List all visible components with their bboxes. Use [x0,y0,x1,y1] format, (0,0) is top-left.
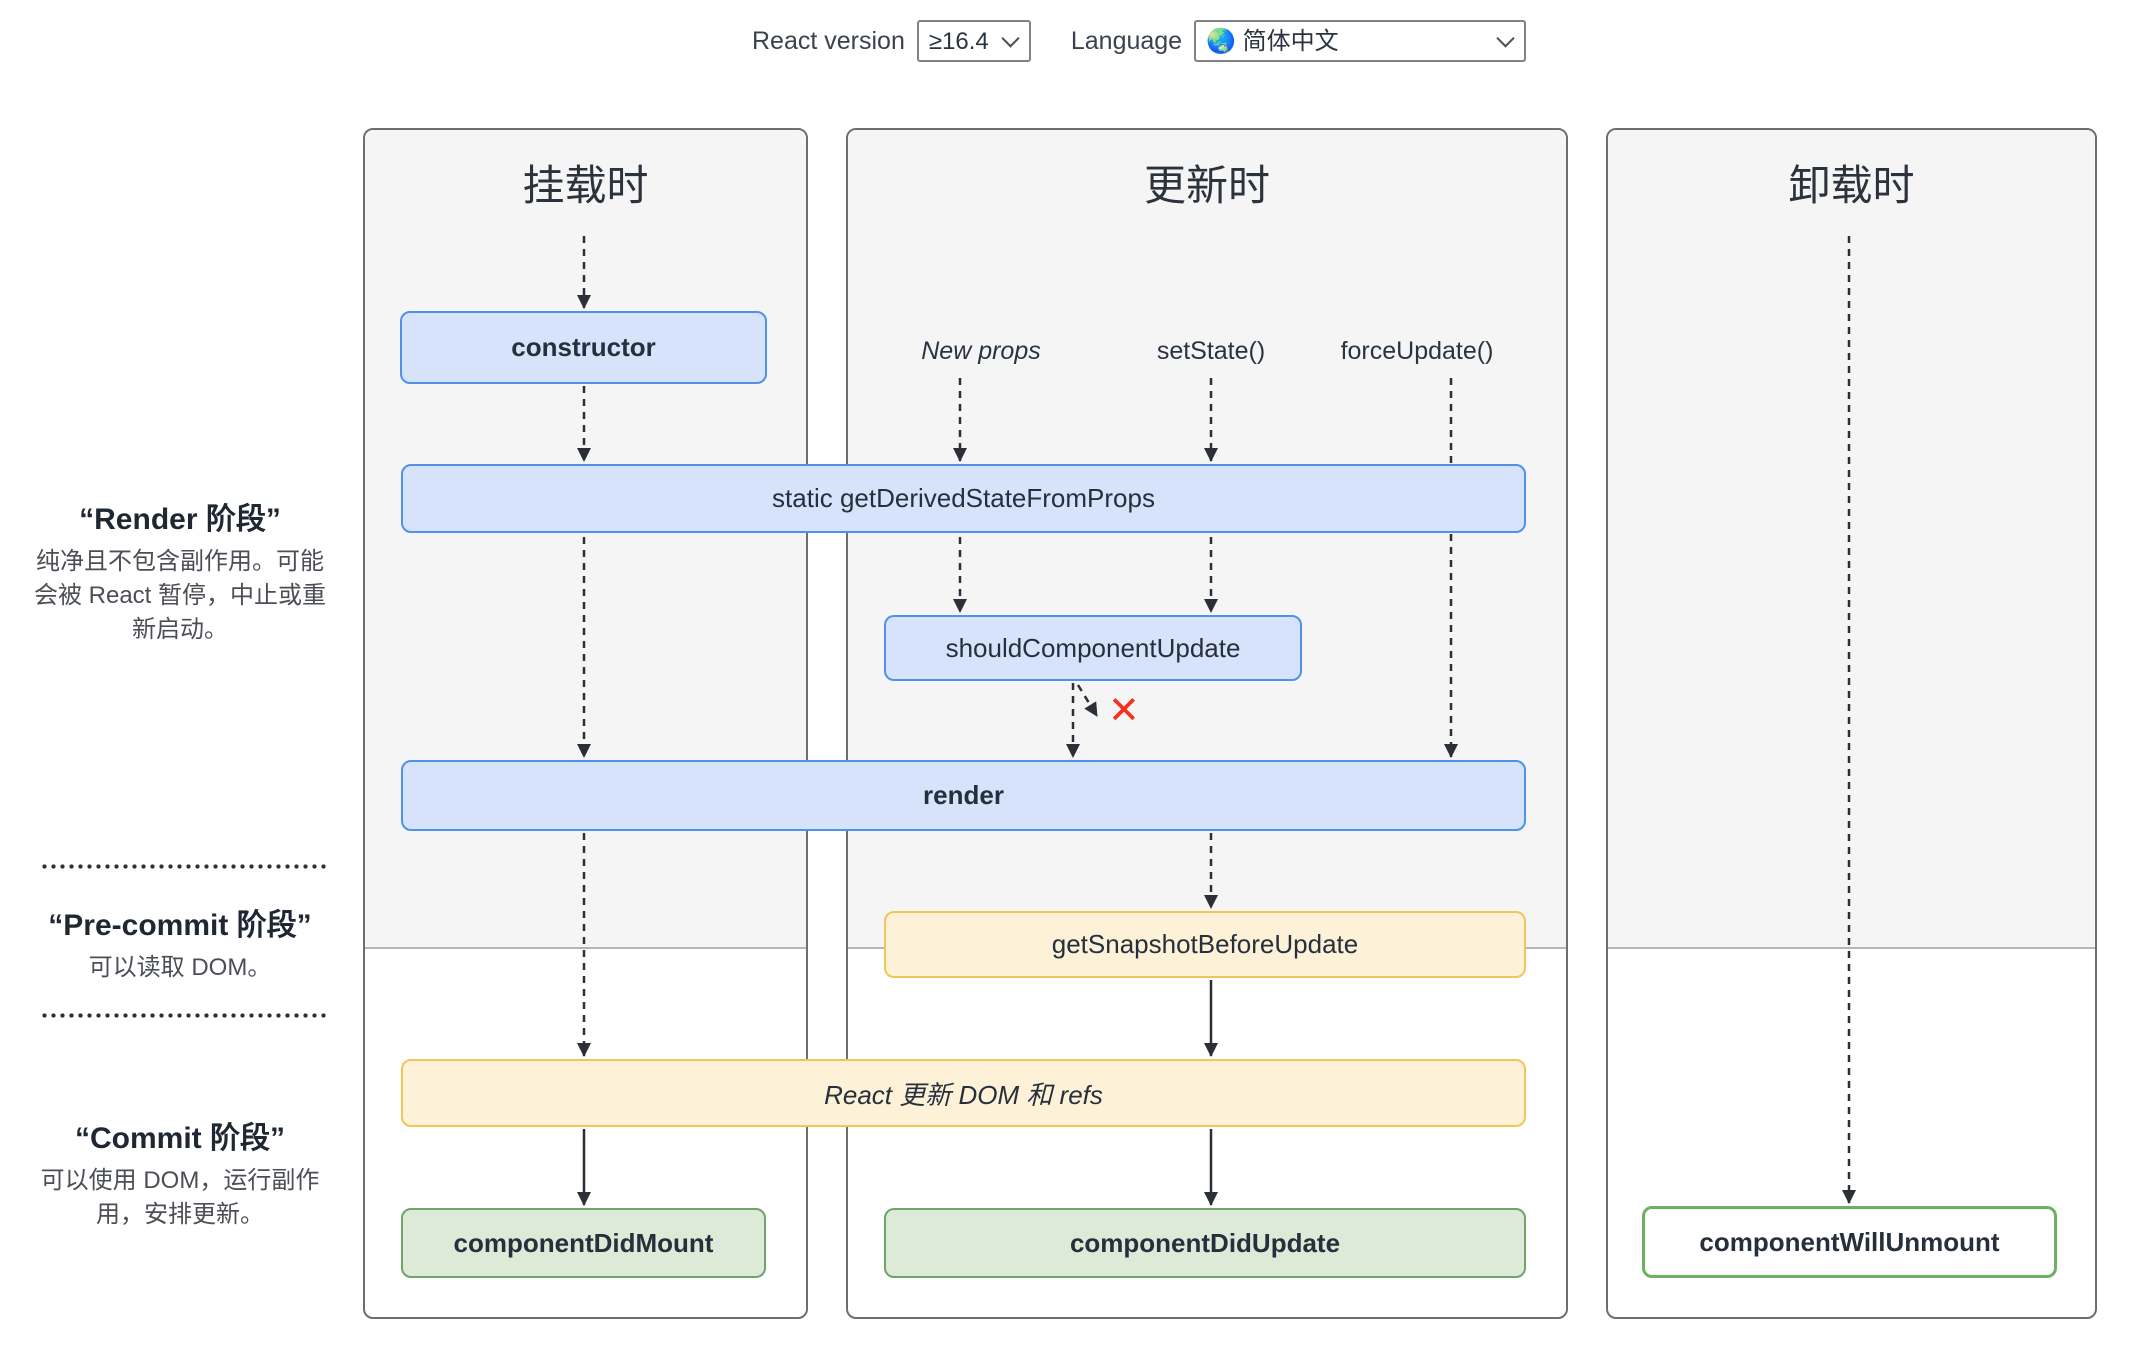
method-should-component-update-label: shouldComponentUpdate [945,632,1241,663]
language-select-wrap: 🌏 简体中文 [1194,20,1527,62]
language-label: Language [1070,26,1183,55]
cancel-update-x-icon: ✕ [1108,690,1140,732]
language-select[interactable]: 🌏 简体中文 [1194,20,1527,62]
column-mounting-title: 挂载时 [522,162,649,209]
method-render-label: render [923,780,1004,810]
phase-render-title: “Render 阶段” [79,503,281,536]
react-version-select[interactable]: ≥16.4 [916,20,1031,62]
method-component-will-unmount[interactable]: componentWillUnmount [1642,1206,2057,1278]
method-constructor[interactable]: constructor [400,311,767,384]
phase-commit-title: “Commit 阶段” [75,1122,285,1155]
column-unmounting-title: 卸载时 [1788,162,1915,209]
method-get-derived-state-from-props[interactable]: static getDerivedStateFromProps [401,464,1526,533]
method-component-did-update[interactable]: componentDidUpdate [884,1208,1526,1278]
method-component-did-update-label: componentDidUpdate [1069,1227,1341,1258]
render-phase-region [1608,130,2095,949]
column-mounting: 挂载时 [363,128,808,1319]
phase-render-description: 纯净且不包含副作用。可能会被 React 暂停，中止或重新启动。 [33,548,327,643]
phase-separator [40,864,326,869]
react-version-label: React version [752,26,905,55]
trigger-set-state: setState() [1156,337,1266,365]
phase-render-label: “Render 阶段” 纯净且不包含副作用。可能会被 React 暂停，中止或重… [28,494,332,647]
trigger-force-update: forceUpdate() [1340,337,1494,365]
method-get-snapshot-before-update-label: getSnapshotBeforeUpdate [1051,929,1359,959]
phase-commit-description: 可以使用 DOM，运行副作用，安排更新。 [40,1167,320,1228]
phase-commit-label: “Commit 阶段” 可以使用 DOM，运行副作用，安排更新。 [28,1113,332,1232]
method-should-component-update[interactable]: shouldComponentUpdate [884,615,1302,681]
method-constructor-label: constructor [511,332,656,362]
method-component-did-mount-label: componentDidMount [453,1227,714,1258]
method-get-snapshot-before-update[interactable]: getSnapshotBeforeUpdate [884,911,1526,978]
phase-pre-commit-title: “Pre-commit 阶段” [48,909,312,942]
step-react-updates-dom-label: React 更新 DOM 和 refs [824,1079,1103,1110]
method-component-will-unmount-label: componentWillUnmount [1699,1226,2000,1257]
column-updating: 更新时 [846,128,1568,1319]
method-component-did-mount[interactable]: componentDidMount [401,1208,766,1278]
phase-pre-commit-label: “Pre-commit 阶段” 可以读取 DOM。 [28,900,332,985]
column-updating-title: 更新时 [1143,162,1270,209]
phase-separator [40,1013,326,1018]
method-get-derived-state-from-props-label: static getDerivedStateFromProps [772,483,1155,513]
trigger-new-props: New props [921,337,1041,365]
react-version-select-wrap: ≥16.4 [916,20,1031,62]
column-unmounting: 卸载时 [1606,128,2097,1319]
method-render[interactable]: render [401,760,1526,831]
phase-pre-commit-description: 可以读取 DOM。 [88,954,272,981]
step-react-updates-dom: React 更新 DOM 和 refs [401,1059,1526,1127]
toolbar: React version ≥16.4 Language 🌏 简体中文 [752,20,1527,62]
